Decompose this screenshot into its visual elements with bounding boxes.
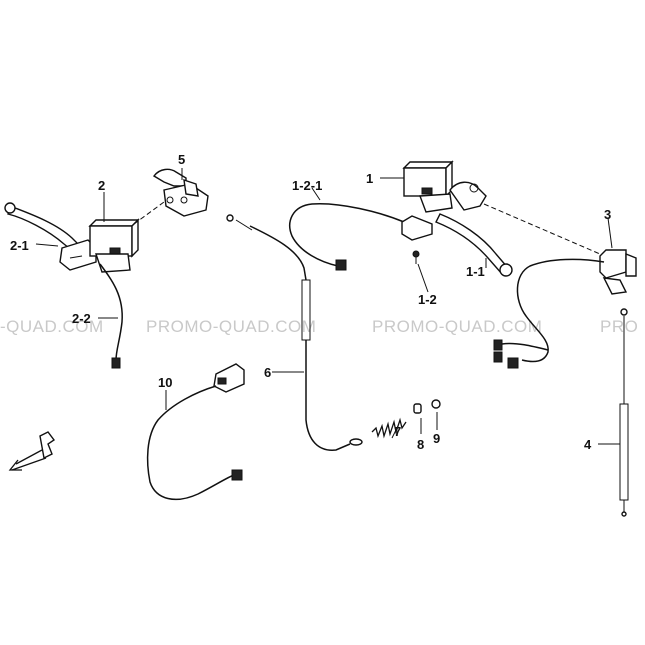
callout-1: 1: [366, 171, 373, 186]
callout-5: 5: [178, 152, 185, 167]
callout-2: 2: [98, 178, 105, 193]
watermark-text-1: -QUAD.COM: [0, 317, 104, 336]
part-9-nut[interactable]: [431, 399, 441, 409]
part-1-right-master-cylinder[interactable]: [402, 160, 513, 277]
callout-10: 10: [158, 375, 172, 390]
watermark-text-3: PROMO-QUAD.COM: [372, 317, 542, 336]
part-2-left-master-cylinder[interactable]: [4, 202, 140, 369]
watermark-text-2: PROMO-QUAD.COM: [146, 317, 316, 336]
part-4-throttle-cable[interactable]: [619, 308, 629, 517]
callout-1-2: 1-2: [418, 292, 437, 307]
leader-lines: [35, 168, 620, 445]
watermark: -QUAD.COM PROMO-QUAD.COM PROMO-QUAD.COM …: [0, 317, 638, 336]
part-3-throttle-housing[interactable]: [493, 249, 637, 369]
callout-2-1: 2-1: [10, 238, 29, 253]
callout-3: 3: [604, 207, 611, 222]
part-5-parking-brake-bracket[interactable]: [152, 168, 209, 217]
part-2-2-brake-switch-wire[interactable]: [99, 263, 123, 361]
callout-7: 7: [394, 424, 401, 439]
callout-9: 9: [433, 431, 440, 446]
part-1-2-1-switch-wire[interactable]: [289, 202, 433, 271]
part-7-spring[interactable]: [371, 417, 407, 439]
callout-1-1: 1-1: [466, 264, 485, 279]
callout-2-2: 2-2: [72, 311, 91, 326]
front-direction-arrow-icon: [8, 431, 56, 471]
callout-6: 6: [264, 365, 271, 380]
watermark-text-4: PRO: [600, 317, 638, 336]
callout-8: 8: [417, 437, 424, 452]
part-10-wire-harness[interactable]: [146, 363, 245, 501]
part-1-2-screw[interactable]: [412, 250, 420, 264]
part-8-pin[interactable]: [413, 403, 422, 414]
callout-labels: 2 2-1 2-2 5 6 10 1-2-1 1 1-2 1-1 3 4 7 8…: [10, 152, 611, 452]
callout-1-2-1: 1-2-1: [292, 178, 322, 193]
callout-4: 4: [584, 437, 592, 452]
part-6-parking-brake-cable[interactable]: [226, 214, 363, 451]
